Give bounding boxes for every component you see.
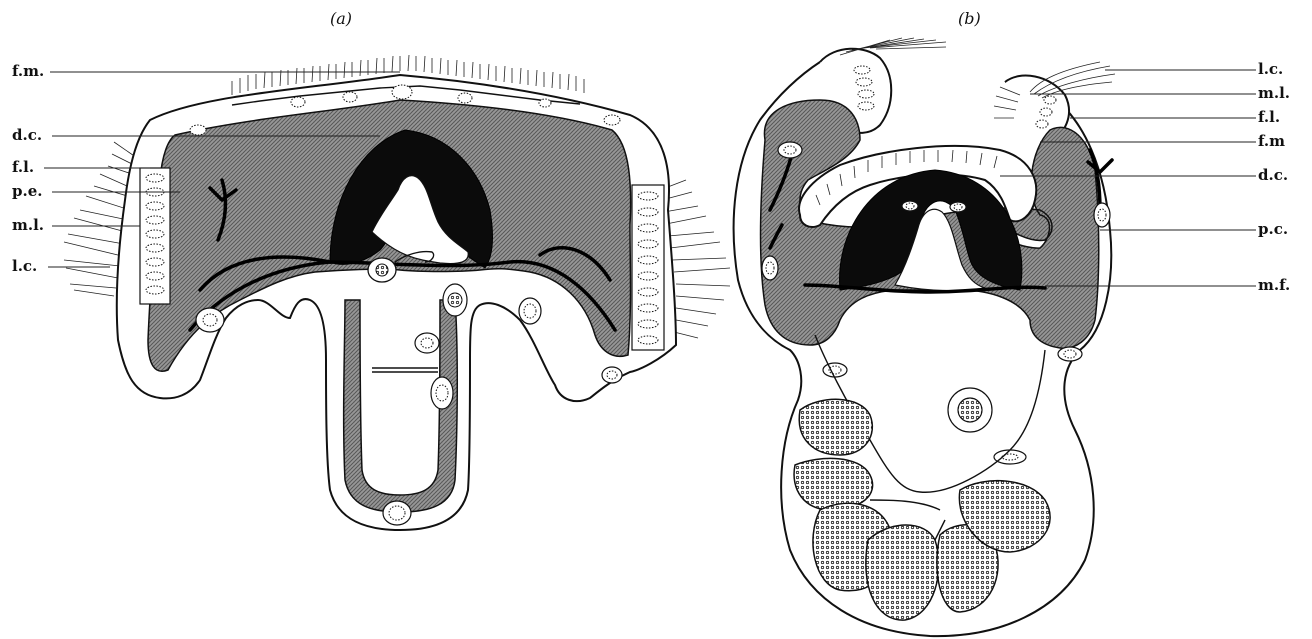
label-fl-a: f.l.: [12, 158, 34, 176]
label-lc-a: l.c.: [12, 257, 37, 275]
label-lc-b: l.c.: [1258, 60, 1283, 78]
label-fl-b: f.l.: [1258, 108, 1280, 126]
panel-a-left-cell-stack: [140, 168, 170, 304]
panel-a-right-cell-stack: [632, 185, 664, 350]
panel-b-caption: (b): [958, 9, 981, 28]
label-pe-a: p.e.: [12, 182, 42, 200]
label-dc-a: d.c.: [12, 126, 42, 144]
label-pc-b: p.c.: [1258, 220, 1288, 238]
label-ml-b: m.l.: [1258, 84, 1290, 102]
label-ml-a: m.l.: [12, 216, 44, 234]
label-fm-b: f.m: [1258, 132, 1285, 150]
label-dc-b: d.c.: [1258, 166, 1288, 184]
panel-b: (b): [734, 9, 1291, 636]
label-fm-a: f.m.: [12, 62, 44, 80]
panel-a-cell-ring-nucleus: [376, 264, 388, 276]
label-mf-b: m.f.: [1258, 276, 1290, 294]
panel-a-caption: (a): [330, 9, 352, 28]
panel-a: (a): [12, 9, 730, 530]
